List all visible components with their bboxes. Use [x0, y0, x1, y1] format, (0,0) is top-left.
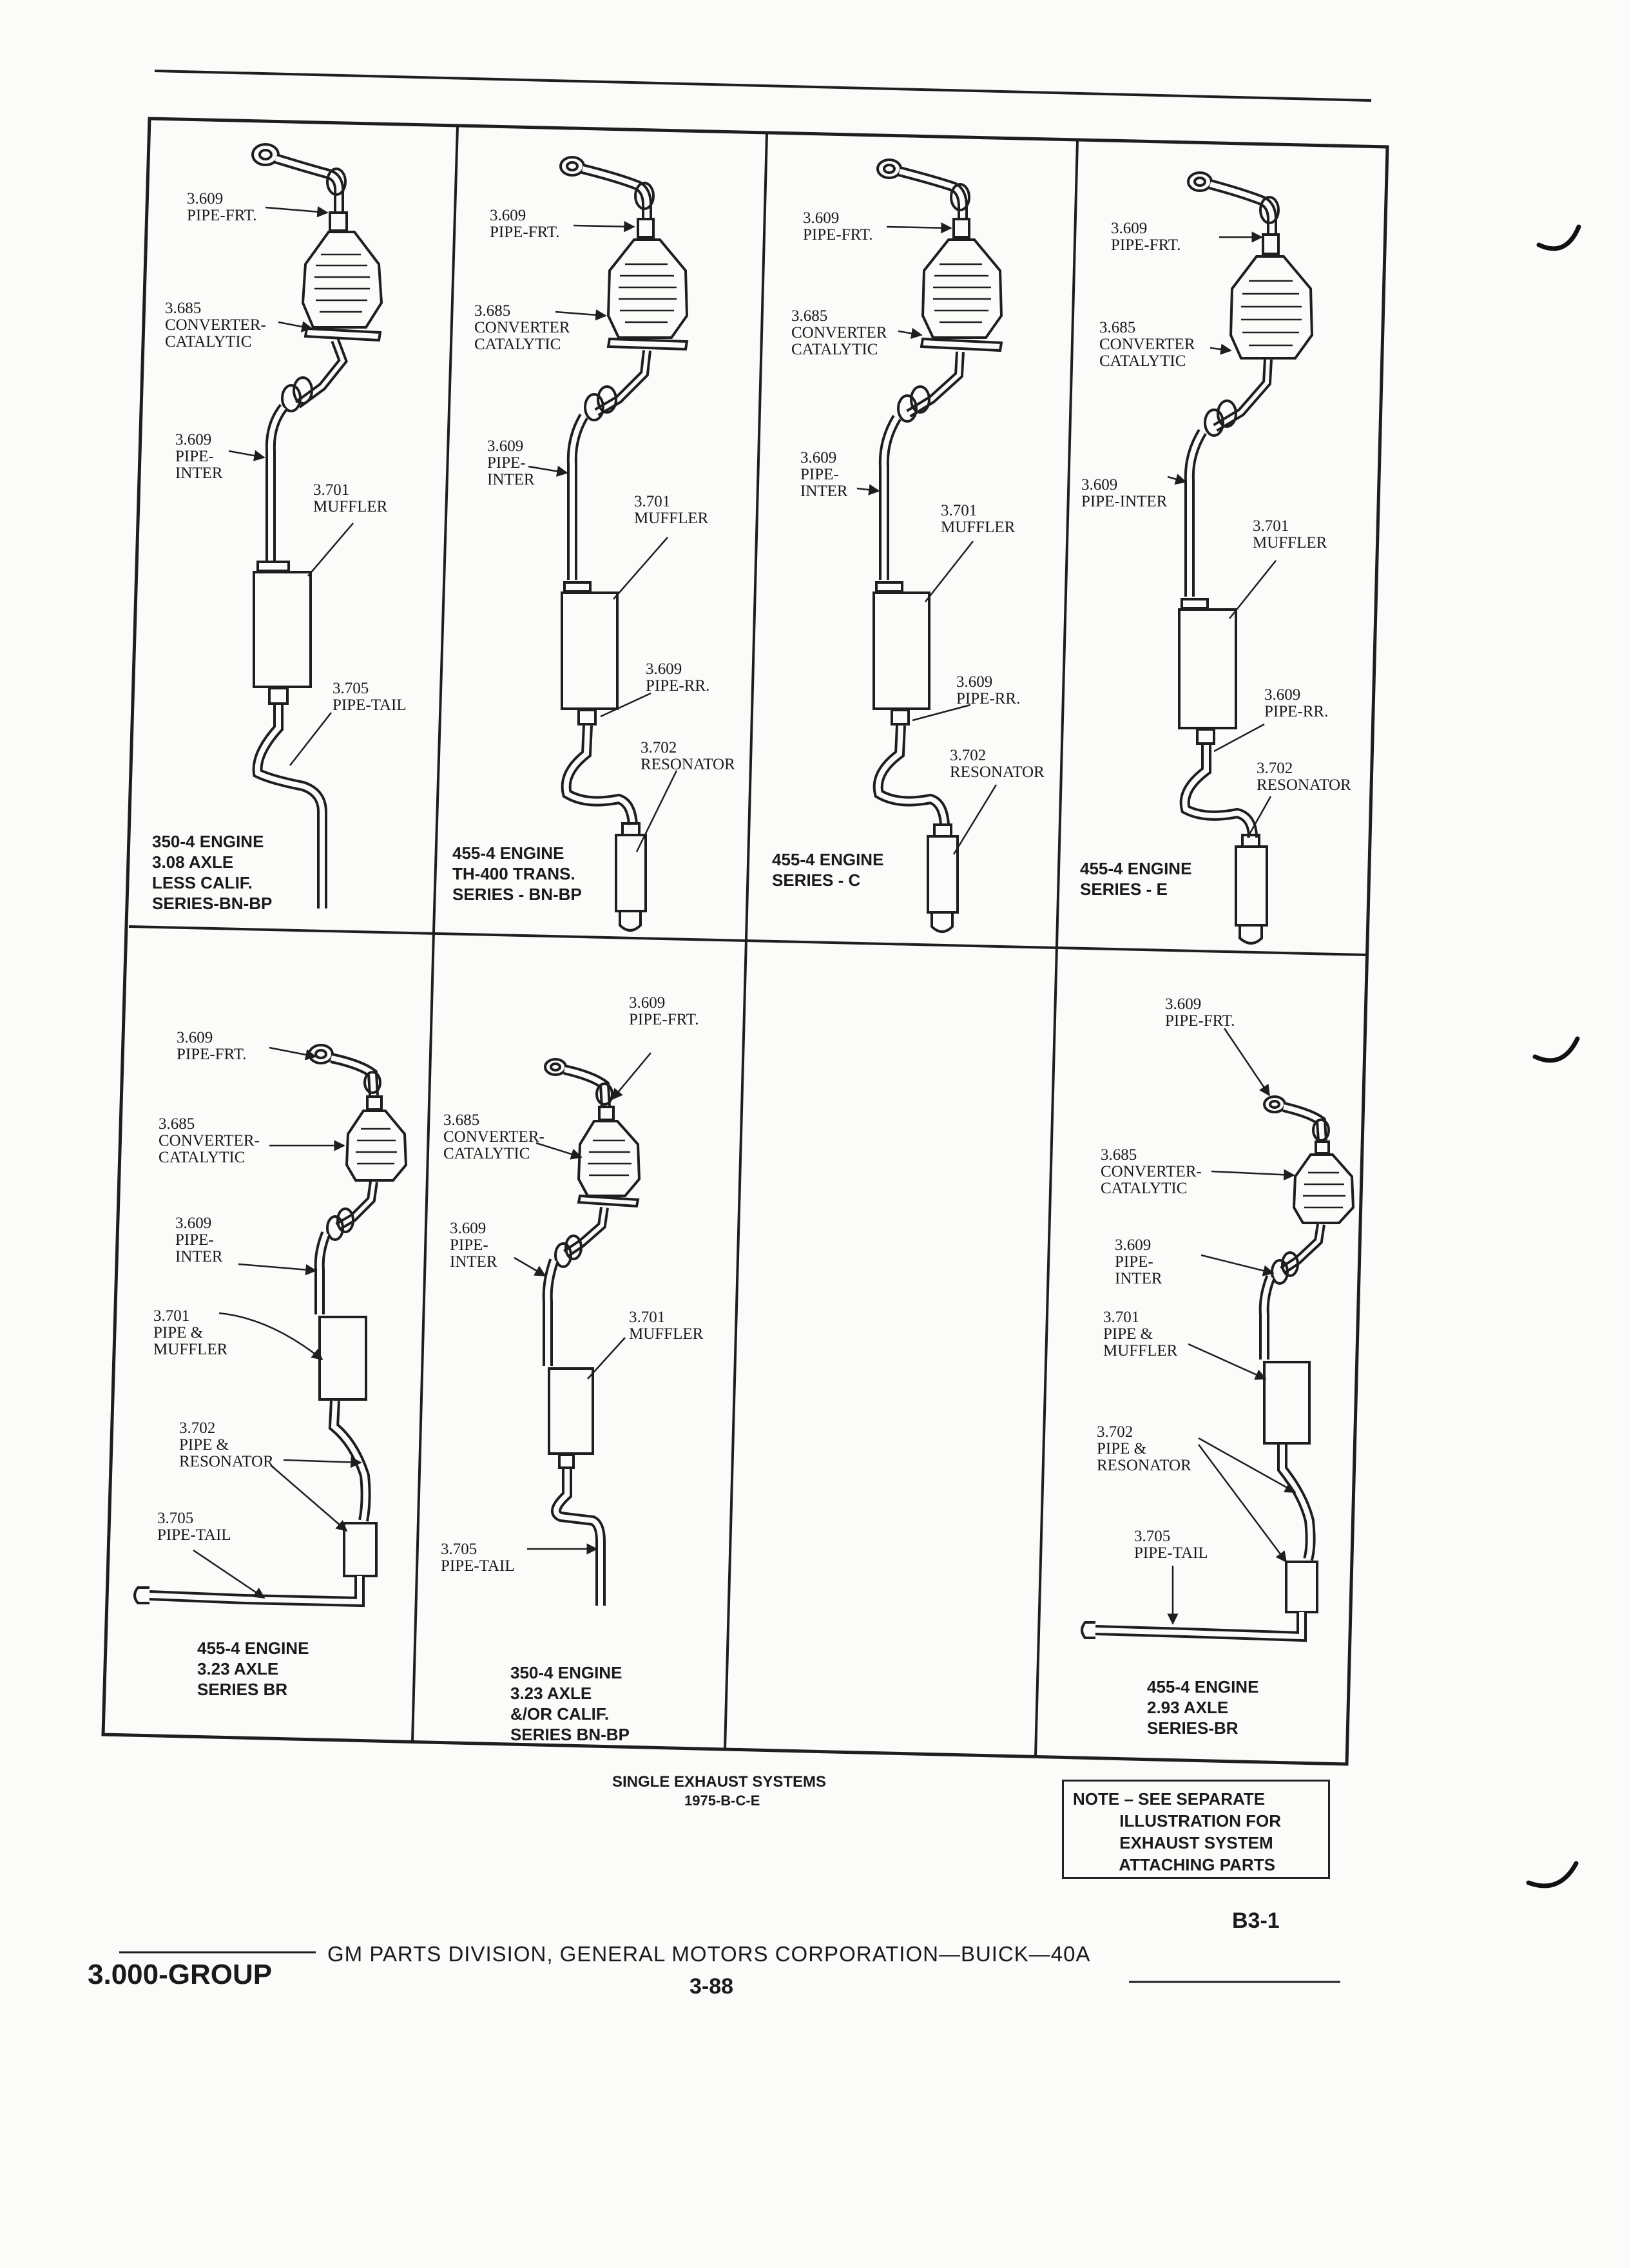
p4-converter	[1229, 255, 1314, 360]
p2-muffler	[561, 591, 619, 710]
edge-mark-1	[1536, 224, 1581, 251]
p5-label-pipe-frt: 3.609 PIPE-FRT.	[177, 1029, 247, 1063]
top-rule	[154, 70, 1372, 102]
p3-label-converter: 3.685 CONVERTER CATALYTIC	[791, 307, 887, 358]
p4-resonator	[1235, 845, 1268, 927]
p8-muffler	[1263, 1361, 1311, 1445]
p5-label-pipe-inter: 3.609 PIPE- INTER	[175, 1215, 223, 1265]
p3-label-pipe-rr: 3.609 PIPE-RR.	[956, 673, 1021, 707]
grid-mid-line	[128, 925, 1367, 956]
p8-label-pipe-tail: 3.705 PIPE-TAIL	[1134, 1528, 1208, 1562]
p1-label-pipe-inter: 3.609 PIPE- INTER	[175, 431, 223, 482]
p6-muffler	[548, 1367, 594, 1455]
grid-col-1-top	[432, 126, 459, 932]
p1-label-converter: 3.685 CONVERTER- CATALYTIC	[165, 300, 266, 351]
p4-label-pipe-rr: 3.609 PIPE-RR.	[1264, 686, 1329, 720]
p3-label-muffler: 3.701 MUFFLER	[941, 502, 1016, 536]
p6-label-pipe-inter: 3.609 PIPE- INTER	[450, 1220, 497, 1271]
p1-caption: 350-4 ENGINE 3.08 AXLE LESS CALIF. SERIE…	[152, 832, 273, 913]
footer-division: GM PARTS DIVISION, GENERAL MOTORS CORPOR…	[327, 1942, 1091, 1966]
grid-col-3-top	[1055, 140, 1079, 947]
p3-converter	[921, 238, 1003, 339]
p5-converter	[345, 1110, 408, 1182]
p2-converter	[606, 238, 689, 339]
p5-muffler	[318, 1316, 367, 1401]
p5-label-pipe-tail: 3.705 PIPE-TAIL	[157, 1510, 231, 1544]
panel-4-exhaust	[1167, 171, 1314, 945]
panel-grid-frame	[101, 117, 1389, 1766]
panel-1-exhaust	[228, 143, 383, 908]
p2-label-resonator: 3.702 RESONATOR	[641, 739, 735, 773]
p5-caption: 455-4 ENGINE 3.23 AXLE SERIES BR	[197, 1639, 309, 1699]
p6-label-muffler: 3.701 MUFFLER	[629, 1309, 704, 1343]
p8-label-pipe-inter: 3.609 PIPE- INTER	[1115, 1236, 1162, 1287]
p4-caption: 455-4 ENGINE SERIES - E	[1080, 859, 1192, 899]
panel-6-exhaust	[514, 1052, 651, 1606]
p1-front-flange	[251, 143, 280, 166]
grid-col-2-top	[745, 133, 768, 939]
p4-muffler	[1178, 608, 1237, 729]
panel-5-exhaust	[133, 1044, 408, 1608]
p4-label-resonator: 3.702 RESONATOR	[1257, 760, 1351, 794]
p1-label-pipe-frt: 3.609 PIPE-FRT.	[187, 190, 257, 224]
edge-mark-2	[1532, 1036, 1580, 1063]
p3-label-pipe-frt: 3.609 PIPE-FRT.	[803, 209, 873, 244]
grid-col-3-bottom	[1034, 945, 1058, 1757]
p8-label-muffler: 3.701 PIPE & MUFFLER	[1103, 1309, 1178, 1360]
panel-8-exhaust	[1081, 1028, 1355, 1642]
footer-page-number: 3-88	[689, 1974, 734, 1999]
edge-mark-3	[1526, 1861, 1579, 1888]
page-code: B3-1	[1232, 1908, 1280, 1933]
p6-converter	[577, 1120, 641, 1197]
p6-caption: 350-4 ENGINE 3.23 AXLE &/OR CALIF. SERIE…	[510, 1663, 630, 1744]
p4-label-pipe-inter: 3.609 PIPE-INTER	[1081, 476, 1168, 510]
p2-label-pipe-frt: 3.609 PIPE-FRT.	[490, 207, 560, 241]
p6-label-pipe-frt: 3.609 PIPE-FRT.	[629, 994, 699, 1028]
p3-label-pipe-inter: 3.609 PIPE- INTER	[800, 449, 848, 500]
p1-converter	[301, 231, 383, 329]
p4-label-muffler: 3.701 MUFFLER	[1253, 517, 1327, 552]
p8-label-converter: 3.685 CONVERTER- CATALYTIC	[1101, 1146, 1202, 1197]
p2-label-muffler: 3.701 MUFFLER	[634, 493, 709, 527]
p8-resonator	[1285, 1561, 1318, 1613]
p2-label-pipe-rr: 3.609 PIPE-RR.	[646, 660, 710, 695]
p3-resonator	[927, 835, 959, 914]
p4-label-pipe-frt: 3.609 PIPE-FRT.	[1111, 220, 1181, 254]
p3-caption: 455-4 ENGINE SERIES - C	[772, 850, 884, 890]
p8-label-resonator: 3.702 PIPE & RESONATOR	[1097, 1423, 1191, 1474]
p2-resonator	[615, 834, 647, 912]
p6-label-converter: 3.685 CONVERTER- CATALYTIC	[443, 1111, 545, 1162]
figure-subtitle: 1975-B-C-E	[684, 1792, 760, 1809]
panel-2-exhaust	[528, 156, 689, 932]
note-box: NOTE – SEE SEPARATE ILLUSTRATION FOR EXH…	[1062, 1780, 1330, 1879]
p2-label-converter: 3.685 CONVERTER CATALYTIC	[474, 302, 570, 353]
p5-label-converter: 3.685 CONVERTER- CATALYTIC	[159, 1115, 260, 1166]
p1-label-pipe-tail: 3.705 PIPE-TAIL	[333, 680, 407, 714]
p1-label-muffler: 3.701 MUFFLER	[313, 481, 388, 515]
p8-converter	[1292, 1153, 1355, 1224]
p5-resonator	[343, 1522, 378, 1577]
p1-muffler	[253, 571, 312, 688]
p5-label-resonator: 3.702 PIPE & RESONATOR	[179, 1419, 274, 1470]
grid-col-1-bottom	[411, 931, 435, 1742]
p2-label-pipe-inter: 3.609 PIPE- INTER	[487, 437, 535, 488]
p3-label-resonator: 3.702 RESONATOR	[950, 747, 1045, 781]
p2-caption: 455-4 ENGINE TH-400 TRANS. SERIES - BN-B…	[452, 843, 582, 904]
p6-label-pipe-tail: 3.705 PIPE-TAIL	[441, 1541, 515, 1575]
grid-col-2-bottom	[724, 938, 747, 1750]
footer-group: 3.000-GROUP	[88, 1959, 273, 1990]
p8-caption: 455-4 ENGINE 2.93 AXLE SERIES-BR	[1147, 1677, 1259, 1738]
p3-muffler	[872, 591, 930, 710]
panel-3-exhaust	[856, 159, 1003, 933]
figure-title: SINGLE EXHAUST SYSTEMS	[612, 1773, 827, 1791]
p8-label-pipe-frt: 3.609 PIPE-FRT.	[1165, 995, 1235, 1030]
p4-label-converter: 3.685 CONVERTER CATALYTIC	[1099, 319, 1195, 370]
p5-label-muffler: 3.701 PIPE & MUFFLER	[153, 1307, 228, 1358]
